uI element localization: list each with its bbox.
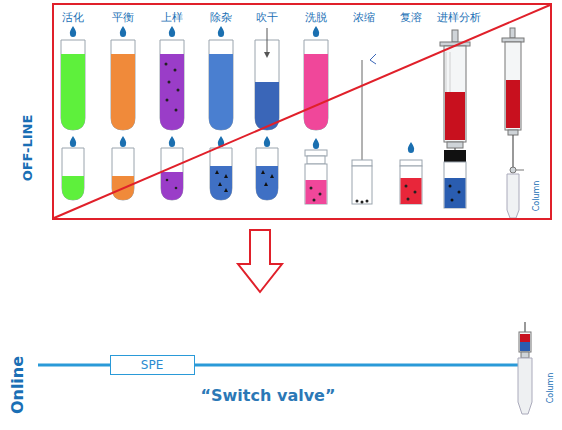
mode-label: Online bbox=[9, 356, 27, 414]
tube-row bbox=[61, 26, 328, 130]
down-arrow bbox=[238, 230, 282, 292]
step-label: 活化 bbox=[62, 12, 84, 24]
step-label: 进样分析 bbox=[437, 12, 481, 24]
process-box: SPE bbox=[110, 355, 195, 375]
column-label: Column bbox=[547, 373, 556, 404]
mode-label: OFF-LINE bbox=[21, 115, 35, 182]
offline-frame bbox=[53, 4, 551, 219]
step-label: 洗脱 bbox=[305, 12, 327, 24]
step-label: 复溶 bbox=[400, 12, 422, 24]
collection-row bbox=[62, 54, 422, 204]
column-symbol bbox=[518, 322, 532, 414]
caption-label: “Switch valve” bbox=[201, 387, 336, 405]
step-label: 除杂 bbox=[210, 12, 232, 24]
cross-out-line bbox=[54, 5, 550, 218]
column-label: Column bbox=[533, 181, 542, 212]
box-text: SPE bbox=[141, 358, 163, 372]
step-label: 平衡 bbox=[112, 12, 134, 24]
step-label: 浓缩 bbox=[353, 12, 375, 24]
step-label: 吹干 bbox=[256, 12, 278, 24]
syringe bbox=[440, 30, 470, 208]
syringe-column bbox=[502, 28, 524, 218]
step-label: 上样 bbox=[161, 12, 183, 24]
